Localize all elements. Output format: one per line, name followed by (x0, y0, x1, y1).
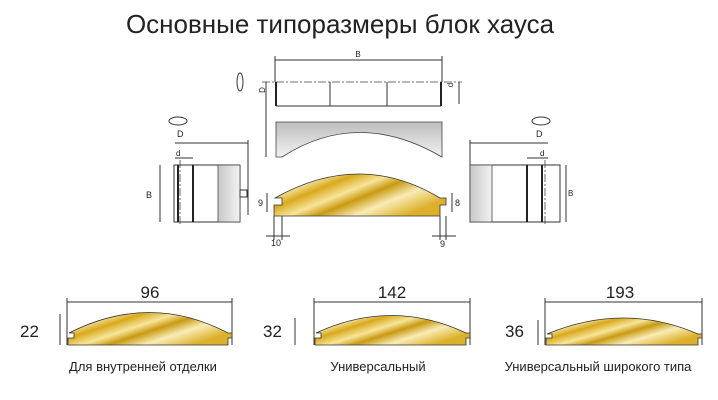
center-profile: 9 8 10 9 (258, 173, 460, 249)
rotation-arrow-icon (168, 116, 188, 126)
top-cutter: B D d (236, 50, 462, 158)
profile-interior: 96 22 Для внутренней отделки (20, 283, 233, 374)
rotation-arrow-icon (236, 72, 244, 92)
left-cutter-d-label: d (176, 149, 180, 158)
profile-universal-wide: 193 36 Универсальный широкого типа (505, 283, 703, 374)
profile-caption: Для внутренней отделки (69, 359, 217, 374)
left-cutter-B-label: B (146, 190, 152, 200)
profile-caption: Универсальный (330, 359, 425, 374)
profile-height-label: 22 (20, 322, 39, 341)
left-groove-label: 9 (258, 198, 263, 208)
right-cutter-D-label: D (536, 129, 543, 139)
profile-caption: Универсальный широкого типа (505, 359, 693, 374)
cutter-D-label: D (258, 87, 267, 93)
right-cutter-d-label: d (540, 149, 544, 158)
right-cutter: D d B (469, 116, 573, 226)
profile-width-label: 142 (378, 283, 406, 302)
right-cutter-B-label: B (568, 189, 573, 198)
rotation-arrow-icon (531, 116, 551, 126)
left-offset-label: 10 (271, 238, 281, 248)
right-groove-label: 8 (455, 198, 460, 208)
cutter-d-label: d (446, 83, 455, 87)
profile-width-label: 193 (606, 283, 634, 302)
profile-width-label: 96 (141, 283, 160, 302)
profile-height-label: 36 (505, 322, 524, 341)
profile-height-label: 32 (263, 322, 282, 341)
left-cutter: D d B (146, 116, 249, 226)
page-title: Основные типоразмеры блок хауса (126, 9, 555, 39)
cutter-width-label: B (355, 50, 360, 59)
right-offset-label: 9 (440, 239, 445, 249)
left-cutter-D-label: D (177, 129, 184, 139)
profile-universal: 142 32 Универсальный (263, 283, 471, 374)
